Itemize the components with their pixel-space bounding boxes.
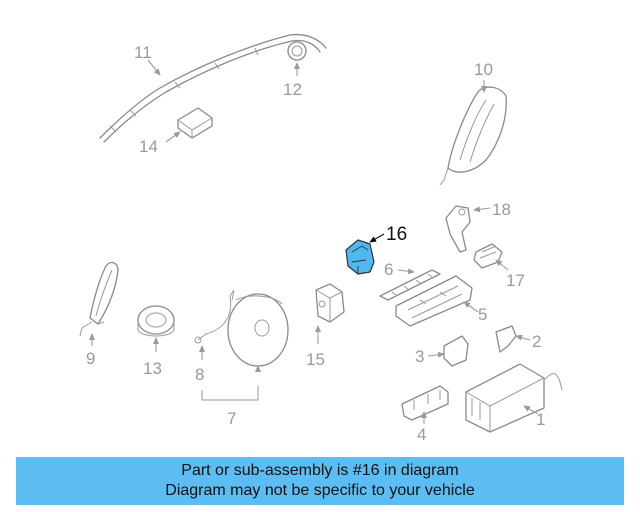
- part-11-curtain-airbag: 11: [99, 33, 327, 143]
- part-8-harness: 8: [194, 295, 232, 384]
- part-1-passenger-airbag: 1: [465, 363, 563, 433]
- callout-18: 18: [492, 200, 511, 219]
- caption-banner: Part or sub-assembly is #16 in diagram D…: [16, 457, 624, 505]
- caption-line-2: Diagram may not be specific to your vehi…: [165, 482, 475, 499]
- part-12-grommet: 12: [283, 41, 307, 99]
- callout-8: 8: [195, 365, 204, 384]
- part-6-strip: 6: [379, 260, 441, 301]
- part-9-pillar-airbag: 9: [79, 261, 119, 368]
- part-18-bracket: 18: [445, 200, 511, 253]
- callout-12: 12: [283, 80, 302, 99]
- callout-10: 10: [474, 60, 493, 79]
- callout-3: 3: [415, 347, 424, 366]
- callout-15: 15: [306, 350, 325, 369]
- caption-line-1: Part or sub-assembly is #16 in diagram: [181, 462, 459, 479]
- part-17-sensor: 17: [473, 243, 525, 290]
- part-15-sensor: 15: [306, 283, 345, 369]
- part-2-clip: 2: [495, 325, 541, 353]
- callout-9: 9: [86, 349, 95, 368]
- part-14-sensor: 14: [139, 107, 213, 156]
- callout-5: 5: [478, 305, 487, 324]
- callout-4: 4: [417, 425, 426, 444]
- callout-16: 16: [386, 224, 407, 245]
- callout-17: 17: [506, 271, 525, 290]
- part-5-knee-airbag: 5: [395, 275, 487, 327]
- part-4-bracket: 4: [401, 385, 449, 444]
- part-7-driver-airbag: 7: [201, 289, 289, 428]
- callout-13: 13: [143, 359, 162, 378]
- part-10-side-airbag: 10: [439, 60, 507, 186]
- callout-14: 14: [139, 137, 158, 156]
- part-3-bracket: 3: [415, 335, 469, 367]
- part-13-clock-spring: 13: [137, 305, 175, 378]
- callout-2: 2: [532, 332, 541, 351]
- callout-6: 6: [384, 260, 393, 279]
- callout-11: 11: [134, 43, 152, 62]
- part-16-highlighted: 16: [345, 224, 407, 275]
- callout-1: 1: [536, 410, 545, 429]
- callout-7: 7: [227, 409, 236, 428]
